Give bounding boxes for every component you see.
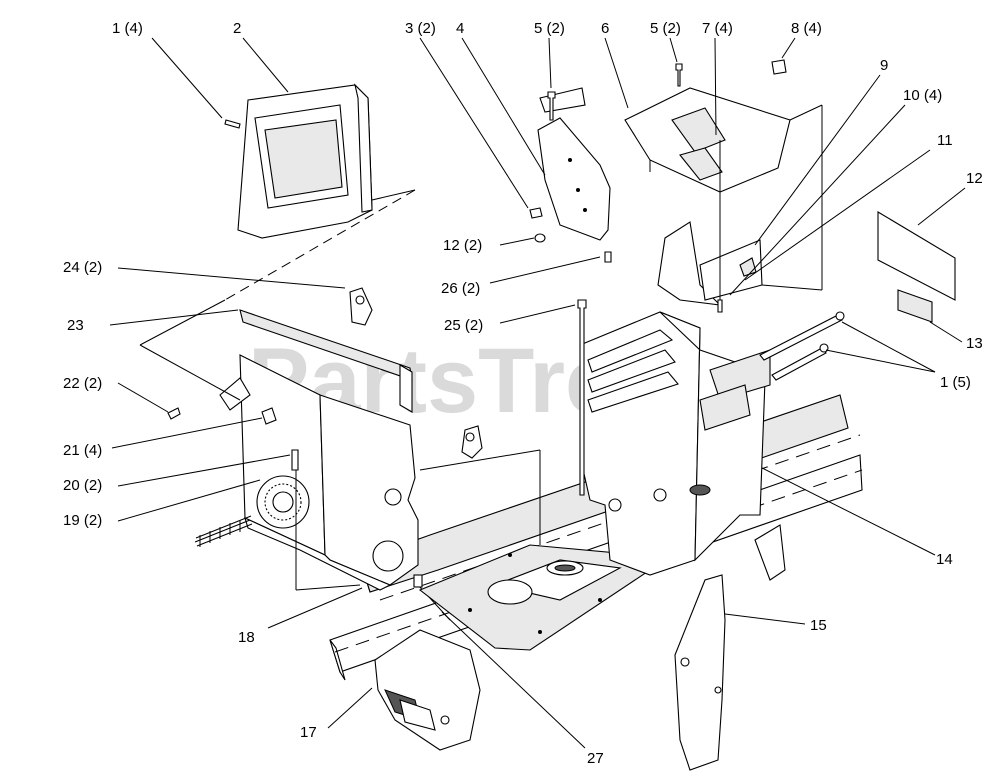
part-26-bolt xyxy=(604,251,612,263)
part-1-screw-lower xyxy=(771,347,827,381)
part-9-lower-mount xyxy=(657,221,763,306)
part-21-clip xyxy=(261,407,277,425)
callout-2: 2 xyxy=(233,20,241,37)
part-25-bolt xyxy=(577,299,587,496)
part-20-bolt xyxy=(291,449,299,471)
callout-12-washer: 12 (2) xyxy=(443,237,482,254)
callout-12-decal: 12 xyxy=(966,170,983,187)
construction-lines xyxy=(139,104,823,591)
leader-lines xyxy=(109,37,966,749)
part-5-bolt-left xyxy=(547,91,556,121)
part-19-spring xyxy=(194,515,253,547)
callout-19: 19 (2) xyxy=(63,512,102,529)
callout-23: 23 xyxy=(67,317,84,334)
callout-7: 7 (4) xyxy=(702,20,733,37)
callout-24: 24 (2) xyxy=(63,259,102,276)
callout-labels: 1 (4) 2 3 (2) 4 5 (2) 6 5 (2) 7 (4) 8 (4… xyxy=(63,20,983,767)
callout-9: 9 xyxy=(880,57,888,74)
callout-13: 13 xyxy=(966,335,983,352)
part-8-nut xyxy=(771,59,787,75)
part-27-rod-end xyxy=(413,574,423,588)
callout-21: 21 (4) xyxy=(63,442,102,459)
part-5-bolt-right xyxy=(675,63,683,87)
callout-5-left: 5 (2) xyxy=(534,20,565,37)
callout-15: 15 xyxy=(810,617,827,634)
callout-5-right: 5 (2) xyxy=(650,20,681,37)
callout-14: 14 xyxy=(936,551,953,568)
part-4-bracket xyxy=(537,87,611,241)
part-2-panel xyxy=(237,83,373,239)
part-1-screw-head-lower xyxy=(819,343,829,353)
part-23-rail xyxy=(239,309,413,413)
callout-20: 20 (2) xyxy=(63,477,102,494)
callout-1-five: 1 (5) xyxy=(940,374,971,391)
part-12-decal xyxy=(877,211,956,301)
part-18-side-panel xyxy=(239,354,419,591)
part-24-latch-lower xyxy=(461,425,483,459)
part-17-axle-bracket xyxy=(374,629,481,751)
callout-26: 26 (2) xyxy=(441,280,480,297)
callout-22: 22 (2) xyxy=(63,375,102,392)
callout-3: 3 (2) xyxy=(405,20,436,37)
callout-1: 1 (4) xyxy=(112,20,143,37)
part-12-washer xyxy=(534,233,546,243)
part-1-screw-head-upper xyxy=(835,311,845,321)
callout-17: 17 xyxy=(300,724,317,741)
part-15-side-plate xyxy=(674,524,786,771)
callout-11: 11 xyxy=(937,132,953,149)
part-24-latch-upper xyxy=(349,287,373,326)
callout-27: 27 xyxy=(587,750,604,767)
part-floor-plate xyxy=(418,544,651,651)
callout-4: 4 xyxy=(456,20,464,37)
part-1-screw-topleft xyxy=(224,119,241,129)
callout-18: 18 xyxy=(238,629,255,646)
part-10-bolt xyxy=(717,299,723,313)
callout-6: 6 xyxy=(601,20,609,37)
part-22-bolt xyxy=(167,407,181,420)
callout-10: 10 (4) xyxy=(903,87,942,104)
part-1-screw-upper xyxy=(759,314,843,361)
part-hinge-bracket xyxy=(219,377,251,411)
part-6-seat-mount xyxy=(624,87,791,204)
part-14-console xyxy=(579,311,771,576)
callout-8: 8 (4) xyxy=(791,20,822,37)
part-13-label xyxy=(897,289,933,323)
callout-25: 25 (2) xyxy=(444,317,483,334)
part-3-nut xyxy=(529,207,543,219)
